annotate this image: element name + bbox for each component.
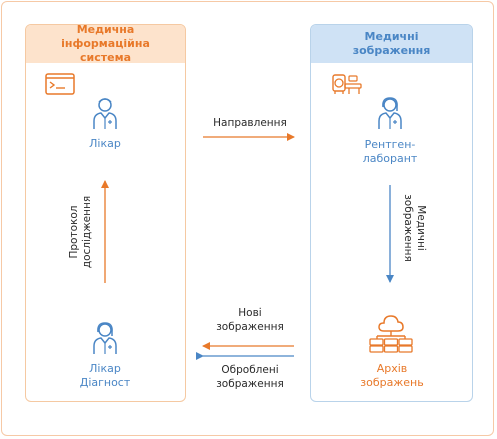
edge-label-study-protocol-line2: дослідження [81, 195, 93, 269]
node-label-archive-line2: зображень [360, 376, 424, 389]
edge-label-processed-images-line1: Оброблені [221, 364, 279, 376]
edge-label-processed-images-line2: зображення [216, 378, 284, 390]
panel-medical-info-system: Медична інформаційна система [25, 23, 186, 402]
node-label-diagnostician-line2: Діагност [79, 376, 131, 389]
doctor-female-icon [378, 97, 402, 129]
panel-title-left: Медична інформаційна система [26, 23, 185, 64]
doctor-icon [93, 98, 117, 129]
edge-label-study-protocol-line1: Протокол [68, 205, 80, 259]
node-label-doctor: Лікар [89, 137, 121, 150]
edge-label-medical-images-line1: Медичні [415, 205, 427, 251]
edge-label-medical-images: Медичні зображення [399, 188, 427, 268]
panel-medical-images: Медичні зображення [310, 24, 473, 402]
node-label-diagnostician-line1: Лікар [89, 362, 121, 375]
node-label-xray-tech-line2: лаборант [362, 152, 418, 165]
node-label-xray-tech-line1: Рентген- [364, 138, 416, 151]
server-cloud-icon [369, 315, 413, 353]
node-label-archive-line1: Архів [376, 362, 408, 375]
edge-label-new-images-line2: зображення [216, 321, 284, 333]
edge-label-referral: Направлення [213, 117, 287, 129]
xray-machine-icon [332, 74, 362, 94]
edge-label-medical-images-line2: зображення [402, 194, 414, 262]
edge-label-new-images-line1: Нові [238, 307, 262, 319]
panel-title-right: Медичні зображення [311, 25, 472, 63]
terminal-window-icon [45, 73, 75, 95]
edge-label-study-protocol: Протокол дослідження [68, 189, 96, 275]
doctor-female-icon [93, 322, 117, 354]
